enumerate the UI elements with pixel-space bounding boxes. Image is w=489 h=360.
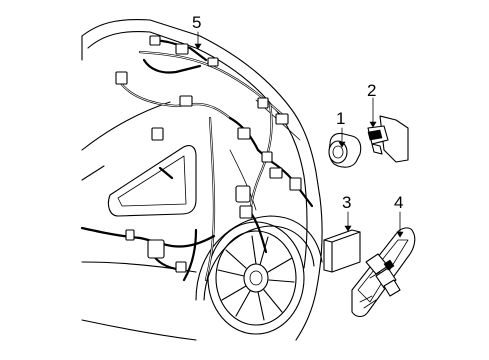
part-4-mounting-plate xyxy=(351,227,416,318)
callout-4: 4 xyxy=(394,193,403,212)
part-1-sensor xyxy=(328,132,362,168)
callout-1: 1 xyxy=(336,109,345,128)
part-3-module xyxy=(323,229,361,273)
callout-leaders xyxy=(194,31,404,238)
vehicle-body xyxy=(81,19,323,341)
part-2-bracket xyxy=(367,115,409,163)
callout-2: 2 xyxy=(367,81,376,100)
callout-3: 3 xyxy=(342,193,351,212)
callout-5: 5 xyxy=(192,13,201,32)
harness-connectors xyxy=(115,35,302,273)
rear-wheel xyxy=(207,221,305,335)
